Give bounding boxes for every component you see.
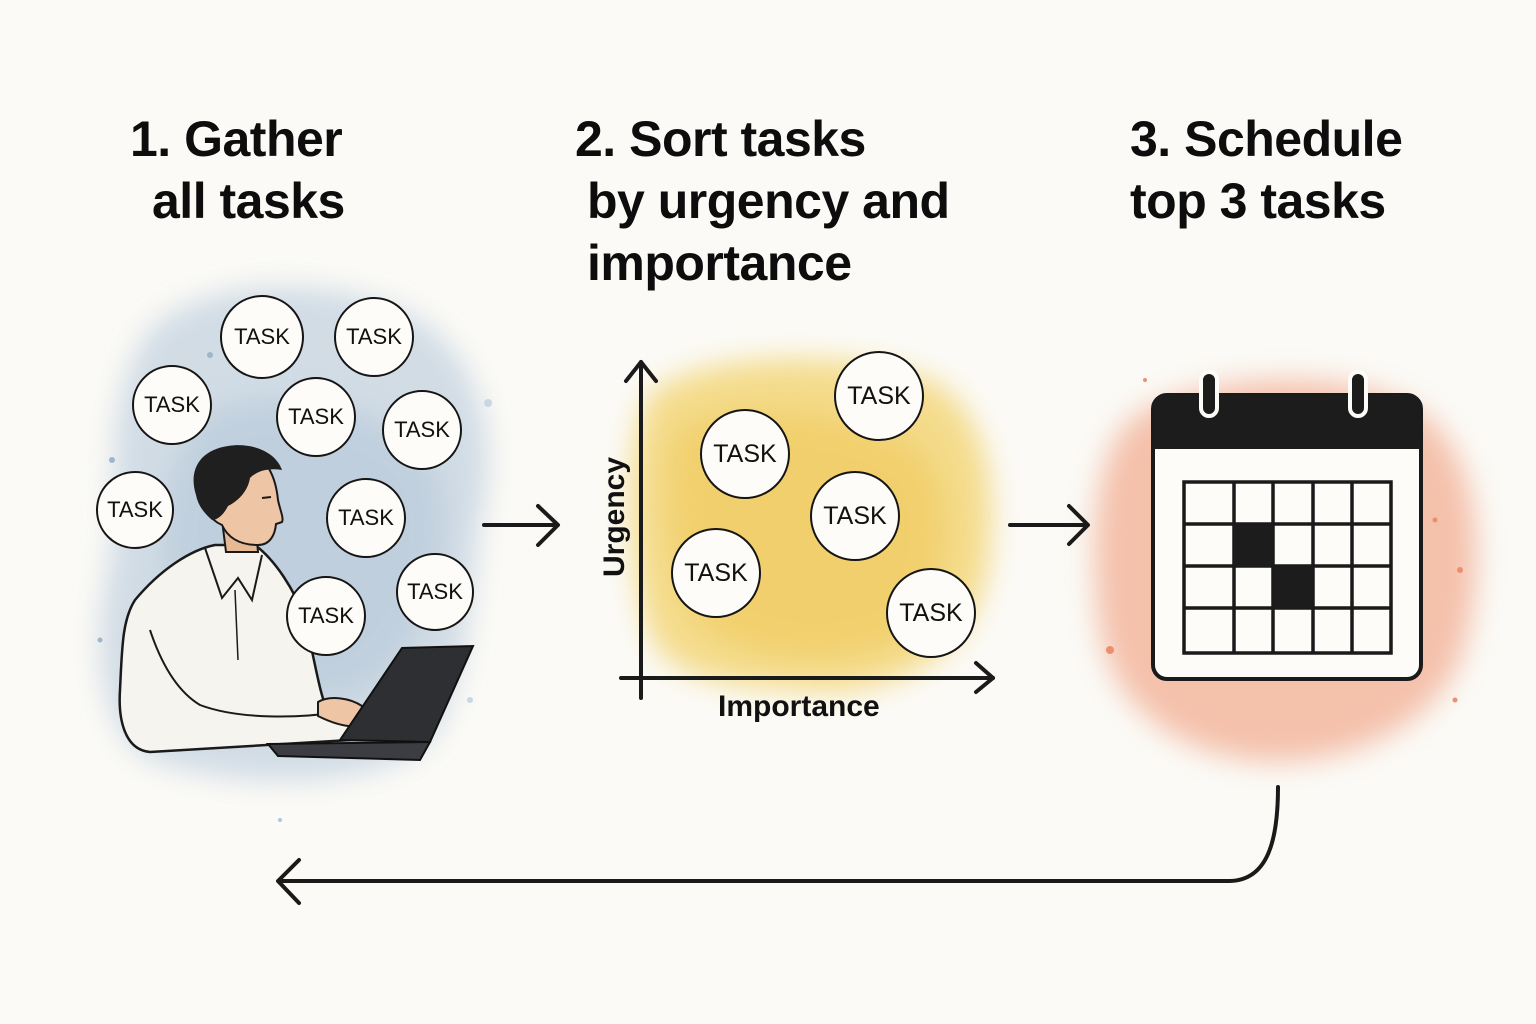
task-bubble: TASK	[382, 390, 462, 470]
loop-back-arrow	[276, 785, 1280, 905]
importance-axis-label: Importance	[718, 690, 880, 723]
arrow-right-1	[482, 504, 560, 547]
person-illustration	[118, 445, 370, 754]
step-2-title-line-1: 2. Sort tasks	[575, 111, 866, 167]
task-bubble: TASK	[220, 295, 304, 379]
task-bubble: TASK	[671, 528, 761, 618]
task-bubble: TASK	[276, 377, 356, 457]
task-bubble: TASK	[834, 351, 924, 441]
matrix-axes	[619, 360, 995, 700]
task-bubble: TASK	[132, 365, 212, 445]
step-1-title-line-2: all tasks	[152, 173, 345, 229]
task-bubble: TASK	[700, 409, 790, 499]
task-bubble: TASK	[886, 568, 976, 658]
task-bubble: TASK	[326, 478, 406, 558]
calendar-icon	[1151, 370, 1423, 681]
task-bubble: TASK	[396, 553, 474, 631]
step-3-title-line-1: 3. Schedule	[1130, 111, 1403, 167]
step-2-title-line-3: importance	[587, 235, 852, 291]
step-1-title: 1. Gather all tasks	[130, 108, 345, 232]
calendar-highlighted-cell-1	[1234, 524, 1273, 566]
step-3-title-line-2: top 3 tasks	[1130, 173, 1386, 229]
step-2-title: 2. Sort tasks by urgency and importance	[575, 108, 950, 294]
importance-axis-arrowhead	[974, 661, 995, 694]
task-bubble: TASK	[96, 471, 174, 549]
urgency-axis-label: Urgency	[598, 456, 631, 577]
step-1-title-line-1: 1. Gather	[130, 111, 343, 167]
urgency-axis-arrowhead	[624, 360, 658, 383]
calendar-highlighted-cell-2	[1273, 566, 1313, 608]
task-bubble: TASK	[810, 471, 900, 561]
step-2-title-line-2: by urgency and	[587, 173, 950, 229]
task-bubble: TASK	[334, 297, 414, 377]
laptop-illustration	[265, 644, 475, 762]
arrow-right-2	[1008, 504, 1090, 546]
task-bubble: TASK	[286, 576, 366, 656]
step-3-title: 3. Schedule top 3 tasks	[1130, 108, 1403, 232]
